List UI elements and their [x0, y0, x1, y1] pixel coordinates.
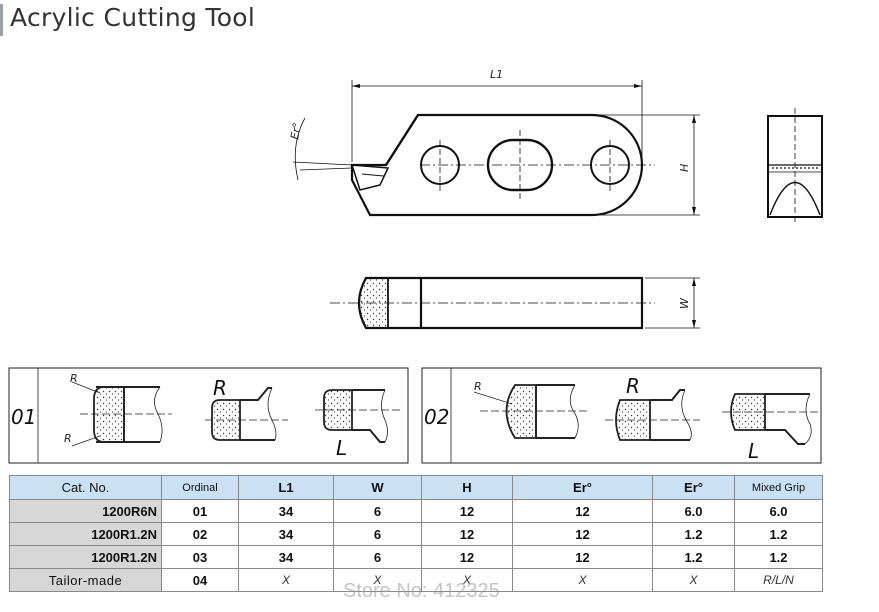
- title-bar: Acrylic Cutting Tool: [0, 0, 879, 40]
- variant-02-label: 02: [424, 405, 449, 429]
- store-watermark: Store No: 412325: [343, 580, 500, 602]
- header-mixed-grip: Mixed Grip: [734, 475, 823, 500]
- header-er: Er°: [512, 475, 653, 500]
- w-cell: 6: [333, 545, 422, 569]
- l1-cell: 34: [238, 522, 334, 546]
- variant-02-R-label: R: [626, 374, 640, 398]
- header-h: H: [421, 475, 513, 500]
- er-cell: 12: [512, 499, 653, 523]
- variant-01-R-label: R: [213, 376, 227, 400]
- cat-no-cell: 1200R6N: [9, 499, 162, 523]
- dim-Er-label: Er°: [288, 122, 304, 141]
- er-cell: 12: [512, 545, 653, 569]
- cat-no-cell: Tailor-made: [9, 568, 162, 592]
- title-accent-bar: [0, 4, 3, 36]
- header-ordinal: Ordinal: [161, 475, 239, 500]
- w-cell: X: [333, 568, 422, 592]
- ordinal-cell: 04: [161, 568, 239, 592]
- cat-no-cell: 1200R1.2N: [9, 522, 162, 546]
- header-cat-no: Cat. No.: [9, 475, 162, 500]
- l1-cell: 34: [238, 499, 334, 523]
- ordinal-cell: 03: [161, 545, 239, 569]
- er-2-cell: 1.2: [652, 545, 735, 569]
- h-cell: 12: [421, 499, 513, 523]
- page-title: Acrylic Cutting Tool: [10, 3, 256, 32]
- mixed-grip-cell: 1.2: [734, 545, 823, 569]
- top-view: [330, 276, 700, 330]
- er-cell: X: [512, 568, 653, 592]
- mixed-grip-cell: R/L/N: [734, 568, 823, 592]
- table-row: 1200R1.2N 02 34 6 12 12 1.2 1.2: [9, 522, 823, 546]
- dim-L1-label: L1: [490, 68, 503, 81]
- variant-01-r-top-label: R: [70, 372, 78, 385]
- mixed-grip-cell: 1.2: [734, 522, 823, 546]
- ordinal-cell: 01: [161, 499, 239, 523]
- table-row: Tailor-made 04 X X X X X R/L/N: [9, 568, 823, 592]
- w-cell: 6: [333, 499, 422, 523]
- spec-table: Cat. No. Ordinal L1 W H Er° Er° Mixed Gr…: [9, 475, 823, 592]
- variant-01-label: 01: [11, 405, 36, 429]
- l1-cell: 34: [238, 545, 334, 569]
- table-header-row: Cat. No. Ordinal L1 W H Er° Er° Mixed Gr…: [9, 475, 823, 500]
- variant-02-r-label: R: [474, 380, 482, 393]
- dim-W-label: W: [678, 297, 691, 309]
- variant-panel-01: [8, 367, 409, 464]
- mixed-grip-cell: 6.0: [734, 499, 823, 523]
- w-cell: 6: [333, 522, 422, 546]
- side-view: [292, 80, 700, 217]
- er-2-cell: 1.2: [652, 522, 735, 546]
- table-row: 1200R6N 01 34 6 12 12 6.0 6.0: [9, 499, 823, 523]
- end-view: [767, 108, 823, 222]
- dim-H-label: H: [678, 164, 691, 172]
- variant-01-r-bottom-label: R: [64, 432, 72, 445]
- er-cell: 12: [512, 522, 653, 546]
- er-2-cell: X: [652, 568, 735, 592]
- h-cell: 12: [421, 545, 513, 569]
- ordinal-cell: 02: [161, 522, 239, 546]
- variant-01-L-label: L: [336, 436, 347, 460]
- er-2-cell: 6.0: [652, 499, 735, 523]
- h-cell: 12: [421, 522, 513, 546]
- header-w: W: [333, 475, 422, 500]
- h-cell: X: [421, 568, 513, 592]
- variant-panel-02: [421, 367, 822, 464]
- header-l1: L1: [238, 475, 334, 500]
- variant-02-L-label: L: [748, 439, 759, 463]
- cat-no-cell: 1200R1.2N: [9, 545, 162, 569]
- l1-cell: X: [238, 568, 334, 592]
- table-row: 1200R1.2N 03 34 6 12 12 1.2 1.2: [9, 545, 823, 569]
- header-er-2: Er°: [652, 475, 735, 500]
